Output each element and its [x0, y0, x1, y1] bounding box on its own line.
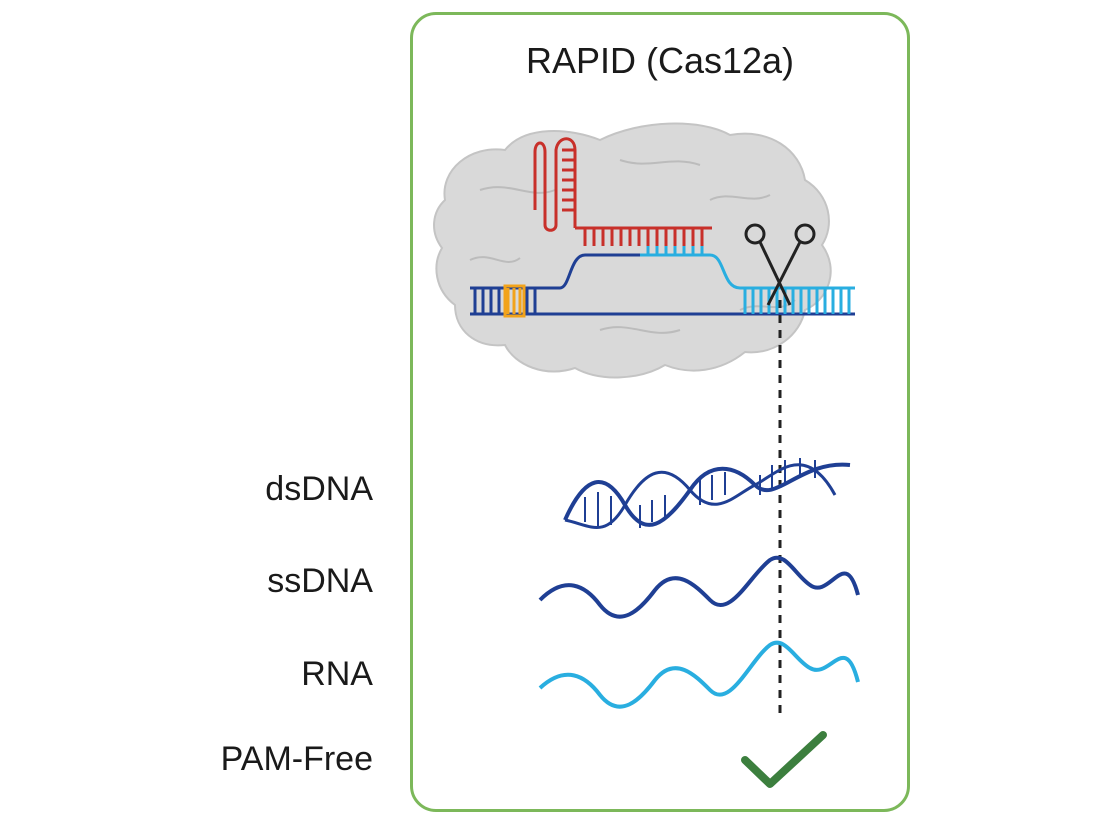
label-pam-free: PAM-Free: [220, 740, 373, 778]
checkmark-icon: [741, 731, 827, 788]
crrna-hairpin: [533, 137, 712, 246]
rapid-card: [410, 12, 910, 812]
rna-wave-icon: [538, 640, 860, 709]
dna-target-bubble: [540, 246, 855, 290]
card-title: RAPID (Cas12a): [525, 40, 795, 81]
double-helix-icon: [563, 458, 851, 529]
pam-site: [503, 284, 526, 318]
label-dsdna: dsDNA: [265, 470, 373, 508]
cas12a-protein-blob: [433, 122, 832, 379]
single-strand-wave-icon: [538, 555, 860, 619]
label-ssdna: ssDNA: [267, 562, 373, 600]
label-rna: RNA: [301, 655, 373, 693]
scissors-icon: [744, 223, 816, 306]
